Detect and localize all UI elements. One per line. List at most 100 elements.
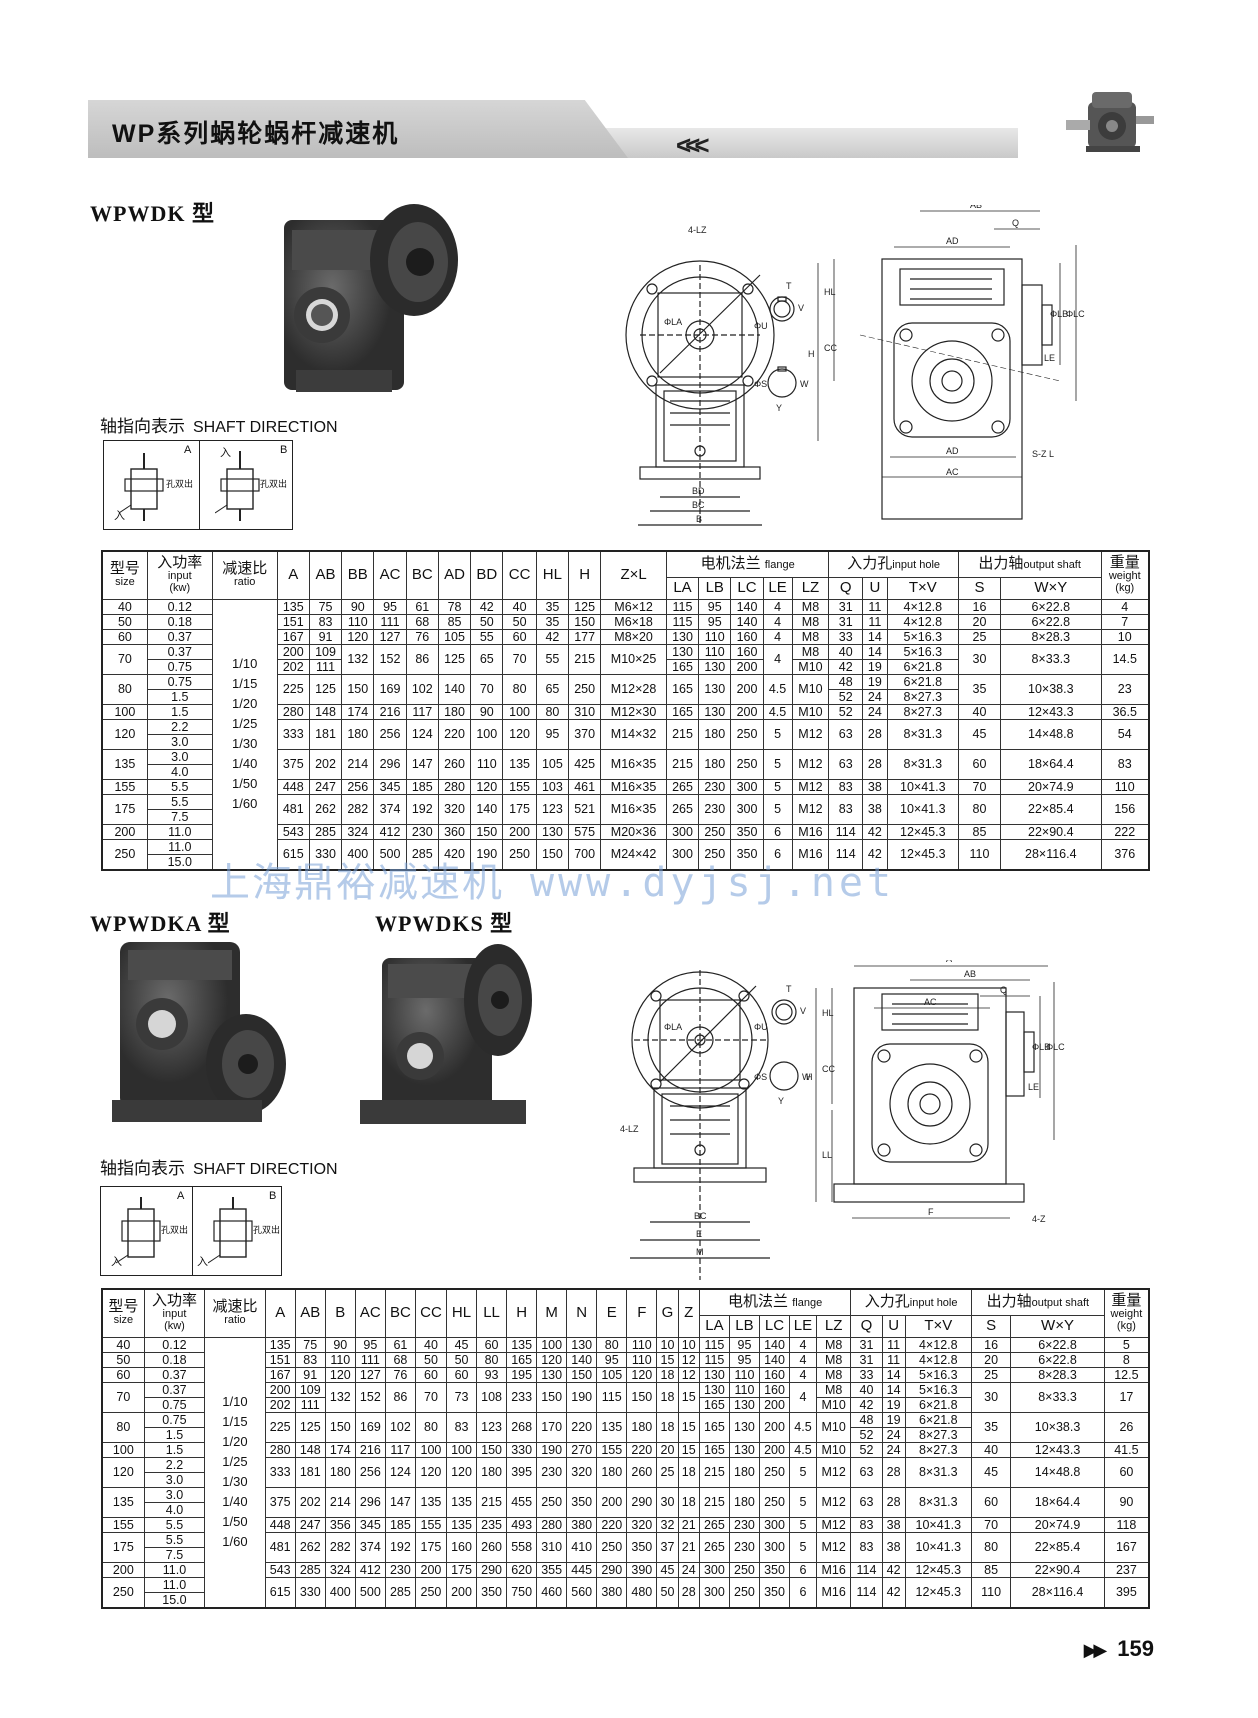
cell-dim: 155 (502, 778, 537, 795)
cell-dim: 20 (656, 1441, 679, 1458)
cell-output-s: 35 (957, 673, 1002, 705)
cell-dim: 493 (506, 1516, 538, 1533)
cell-output-s: 20 (957, 613, 1002, 630)
table-row: 3.0 (102, 1471, 1149, 1488)
cell-dim: 620 (506, 1561, 538, 1578)
cell-dim: 80 (502, 673, 537, 705)
cell-dim: 40 (414, 1336, 448, 1353)
cell-weight: 376 (1100, 838, 1150, 870)
cell-dim: 200 (445, 1576, 478, 1608)
cell-flange: 130 (698, 673, 732, 705)
th-sub: LB (728, 1314, 760, 1338)
cell-dim: 320 (437, 793, 472, 825)
cell-dim: 256 (354, 1456, 386, 1488)
cell-power: 0.75 (143, 1396, 206, 1413)
cell-output-wy: 12×43.3 (1000, 703, 1102, 720)
cell-dim: 250 (414, 1576, 448, 1608)
cell-le: 6 (762, 823, 793, 840)
cell-input-hole: 6×21.8 (886, 673, 959, 690)
cell-dim: 125 (437, 643, 472, 675)
cell-size: 100 (101, 1441, 145, 1458)
cell-input-hole: 24 (881, 1426, 906, 1443)
th-sub: Q (850, 1314, 883, 1338)
cell-dim: 10 (656, 1336, 679, 1353)
dimension-drawing-wpwdk: 4-LZ ΦLA T V ΦU ΦS Y W BD BC B A AB Q AD… (625, 205, 1085, 526)
cell-flange: 265 (665, 793, 700, 825)
dim-label-ad-bottom: AD (946, 446, 959, 456)
cell-dim: 324 (324, 1561, 356, 1578)
cell-dim: 150 (568, 613, 602, 630)
cell-dim: 445 (566, 1561, 598, 1578)
cell-flange: 165 (665, 703, 700, 720)
th-sub: U (881, 1314, 906, 1338)
dim-label-ab: AB (970, 205, 982, 210)
cell-dim: 230 (384, 1561, 416, 1578)
cell-input-hole: 33 (828, 628, 863, 645)
cell-input-hole: 24 (881, 1441, 906, 1458)
cell-dim: 247 (308, 778, 343, 795)
cell-dim: 280 (536, 1516, 568, 1533)
th-output-shaft: 出力轴output shaft (957, 550, 1102, 578)
cell-flange: 300 (698, 1561, 730, 1578)
cell-dim: 256 (341, 778, 375, 795)
cell-dim: 85 (437, 613, 472, 630)
cell-dim: 190 (536, 1441, 568, 1458)
cell-dim: 192 (384, 1531, 416, 1563)
cell-input-hole: 14 (862, 643, 888, 660)
cell-dim: 40 (502, 598, 537, 615)
dim-label-m: M (696, 1247, 704, 1257)
cell-output-wy: 10×38.3 (1010, 1411, 1105, 1443)
cell-input-hole: 52 (828, 703, 863, 720)
ratio-value: 1/25 (222, 1454, 248, 1469)
cell-dim: 21 (677, 1531, 700, 1563)
cell-dim: M20×36 (600, 823, 667, 840)
cell-dim: 120 (341, 628, 375, 645)
cell-flange: 130 (728, 1396, 760, 1413)
cell-dim: 180 (476, 1456, 508, 1488)
cell-power: 1.5 (143, 1441, 206, 1458)
cell-dim: 50 (414, 1351, 448, 1368)
cell-dim: 110 (626, 1351, 658, 1368)
dim-label-a: A (946, 960, 952, 964)
th-sub: LZ (791, 576, 830, 600)
cell-input-hole: 8×27.3 (886, 688, 959, 705)
cell-dim: 28 (677, 1576, 700, 1608)
cell-dim: 25 (656, 1456, 679, 1488)
cell-size: 155 (101, 778, 148, 795)
dim-label-z: 4-Z (1032, 1214, 1046, 1224)
cell-input-hole: 8×31.3 (886, 718, 959, 750)
cell-lz: M12 (791, 793, 830, 825)
cell-flange: 95 (728, 1336, 760, 1353)
cell-input-hole: 4×12.8 (904, 1336, 972, 1353)
cell-weight: 60 (1103, 1456, 1150, 1488)
cell-input-hole: 6×21.8 (904, 1396, 972, 1413)
th-flange: 电机法兰 flange (698, 1288, 852, 1316)
th-sub: LA (698, 1314, 730, 1338)
cell-input-hole: 83 (850, 1531, 883, 1563)
cell-dim: 412 (354, 1561, 386, 1578)
cell-dim: 543 (264, 1561, 296, 1578)
cell-dim: 125 (568, 598, 602, 615)
cell-size: 100 (101, 703, 148, 720)
dim-label-s: ΦS (754, 379, 767, 389)
cell-input-hole: 63 (850, 1456, 883, 1488)
cell-dim: 120 (536, 1351, 568, 1368)
shaft-direction-b: B 入 孔双出 (199, 441, 294, 529)
th-sub: T×V (886, 576, 959, 600)
cell-flange: 165 (665, 673, 700, 705)
cell-dim: 380 (566, 1516, 598, 1533)
dim-label-u: ΦU (754, 321, 768, 331)
cell-dim: 120 (324, 1366, 356, 1383)
cell-dim: 200 (596, 1486, 628, 1518)
cell-dim: 120 (414, 1456, 448, 1488)
cell-dim: 60 (445, 1366, 478, 1383)
cell-flange: 200 (730, 673, 764, 705)
cell-dim: M14×32 (600, 718, 667, 750)
cell-dim: 76 (405, 628, 439, 645)
shaft-tag-a: A (177, 1190, 185, 1202)
cell-dim: 345 (354, 1516, 386, 1533)
